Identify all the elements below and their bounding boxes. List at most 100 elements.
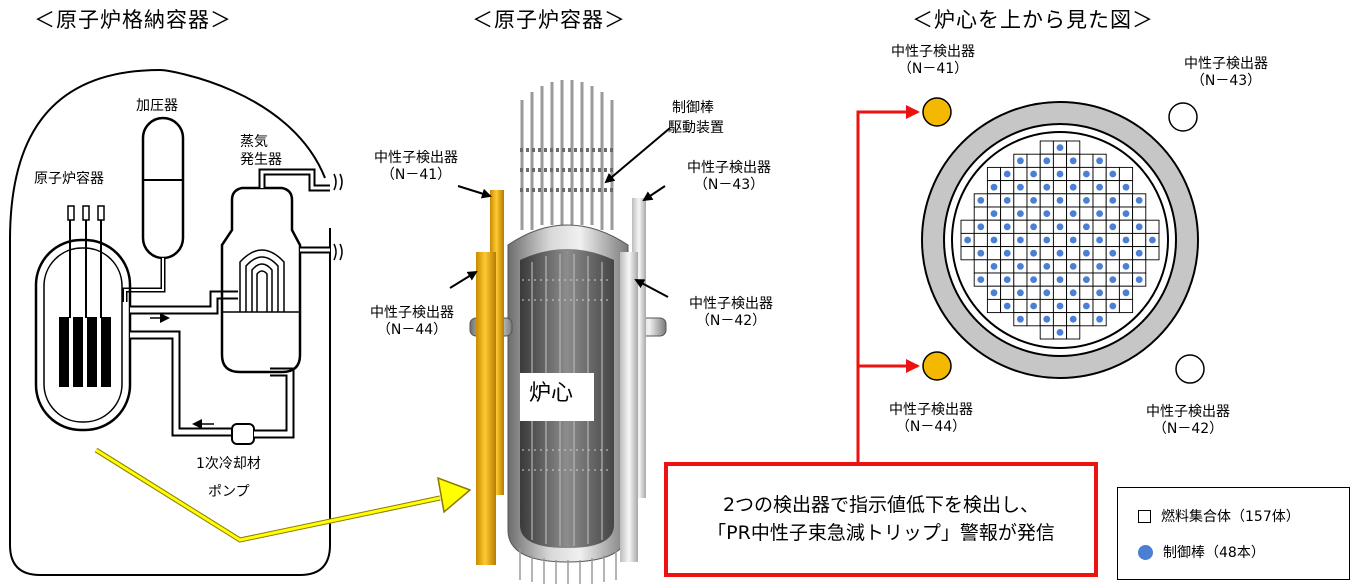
control-rod-dot bbox=[1043, 289, 1051, 297]
fuel-assembly-cell bbox=[1026, 259, 1041, 274]
vessel-detector-n43-id: （N－43） bbox=[693, 176, 765, 193]
fuel-assembly-cell bbox=[1039, 298, 1054, 314]
core-detector-n44: 中性子検出器 （N－44） bbox=[876, 402, 986, 436]
vessel-detector-n42-id: （N－42） bbox=[695, 312, 767, 329]
fuel-assembly-cell bbox=[1118, 272, 1134, 287]
control-rod-dot bbox=[977, 249, 985, 257]
vessel-detector-n42-name: 中性子検出器 bbox=[689, 296, 773, 312]
fuel-assembly-cell bbox=[1079, 285, 1094, 300]
vessel-detector-n41-name: 中性子検出器 bbox=[374, 150, 458, 166]
fuel-assembly-cell bbox=[1079, 259, 1094, 274]
vessel-detector-n43-name: 中性子検出器 bbox=[687, 160, 771, 176]
control-rod-dot bbox=[1135, 223, 1143, 231]
control-rod-dot bbox=[1083, 223, 1090, 231]
core-detector-n43-id: （N－43） bbox=[1190, 72, 1262, 89]
control-rod-dot bbox=[1069, 157, 1077, 165]
control-rod-dot bbox=[1109, 302, 1117, 310]
fuel-assembly-cell bbox=[1000, 259, 1015, 274]
control-rod-dot bbox=[1017, 236, 1024, 244]
legend-fuel: 燃料集合体（157体） bbox=[1138, 506, 1300, 526]
fuel-assembly-cell bbox=[1079, 153, 1094, 168]
core-detector-n43: 中性子検出器 （N－43） bbox=[1166, 56, 1286, 90]
control-rod-dot bbox=[1030, 170, 1037, 178]
control-rod-dot bbox=[1069, 263, 1077, 270]
control-rod-dot bbox=[1135, 197, 1143, 204]
yellow-pointer-arrow bbox=[94, 447, 472, 543]
fuel-assembly-cell bbox=[1039, 166, 1054, 182]
legend-rods: 制御棒（48本） bbox=[1138, 542, 1265, 562]
control-rod-dot bbox=[1096, 183, 1103, 191]
control-rod-dot bbox=[1056, 276, 1064, 283]
alarm-callout-line-2: 「PR中性子束急減トリップ」警報が発信 bbox=[707, 521, 1055, 544]
control-rod-dot bbox=[1122, 183, 1130, 191]
containment-title: ＜原子炉格納容器＞ bbox=[34, 8, 232, 32]
fuel-assembly-cell bbox=[1013, 298, 1028, 314]
fuel-assembly-cell bbox=[1000, 180, 1015, 195]
fuel-assembly-cell bbox=[1145, 219, 1160, 234]
fuel-assembly-cell bbox=[1079, 232, 1094, 248]
fuel-assembly-cell bbox=[1105, 259, 1120, 274]
fuel-assembly-cell bbox=[973, 232, 988, 248]
alarm-callout: 2つの検出器で指示値低下を検出し、 「PR中性子束急減トリップ」警報が発信 bbox=[664, 462, 1098, 577]
fuel-assembly-cell bbox=[1026, 232, 1041, 248]
fuel-assembly-cell bbox=[986, 219, 1002, 234]
vessel-title: ＜原子炉容器＞ bbox=[472, 8, 626, 32]
fuel-assembly-cell bbox=[1118, 246, 1134, 261]
control-rod-dot bbox=[1056, 197, 1064, 204]
control-rod-dot bbox=[1043, 263, 1051, 270]
control-rod-dot bbox=[1069, 315, 1077, 323]
core-label: 炉心 bbox=[529, 381, 574, 406]
fuel-assembly-cell bbox=[1105, 232, 1120, 248]
detector-rod-n42 bbox=[620, 252, 638, 562]
fuel-assembly-cell bbox=[1039, 219, 1054, 234]
vessel-detector-n44-name: 中性子検出器 bbox=[370, 305, 454, 321]
fuel-assembly-cell bbox=[986, 246, 1002, 261]
control-rod-dot bbox=[1069, 289, 1077, 297]
control-rod-dot bbox=[1069, 183, 1077, 191]
control-rod-dot bbox=[1135, 276, 1143, 283]
control-rod-dot bbox=[1069, 210, 1077, 218]
control-rod-dot bbox=[1135, 249, 1143, 257]
fuel-assembly-cell bbox=[1013, 166, 1028, 182]
core-detector-n42-id: （N－42） bbox=[1152, 420, 1224, 437]
control-rod-dot bbox=[1003, 170, 1011, 178]
fuel-assembly-cell bbox=[1066, 166, 1081, 182]
fuel-assembly-cell bbox=[1132, 232, 1147, 248]
control-rod-dot bbox=[1122, 263, 1130, 270]
control-rod-dot bbox=[1109, 170, 1117, 178]
core-detector-n41: 中性子検出器 （N－41） bbox=[878, 44, 988, 78]
fuel-assembly-cell bbox=[1052, 259, 1068, 274]
control-rod-dot bbox=[1096, 315, 1103, 323]
control-rod-dot bbox=[1056, 329, 1064, 336]
fuel-assembly-swatch-icon bbox=[1138, 509, 1151, 523]
core-detector-n42: 中性子検出器 （N－42） bbox=[1128, 404, 1248, 438]
control-rod-dot bbox=[1083, 249, 1090, 257]
control-rod-dot bbox=[1017, 289, 1024, 297]
fuel-assembly-grid bbox=[960, 140, 1160, 340]
control-rod-dot bbox=[1030, 302, 1037, 310]
control-rod-dot bbox=[1122, 210, 1130, 218]
vessel-detector-n44-id: （N－44） bbox=[376, 321, 448, 338]
control-rod-dot bbox=[990, 263, 998, 270]
vessel-detector-n42: 中性子検出器 （N－42） bbox=[676, 296, 786, 330]
detector-rod-n44 bbox=[476, 252, 496, 565]
fuel-assembly-cell bbox=[1026, 285, 1041, 300]
core-detector-n44-id: （N－44） bbox=[895, 418, 967, 435]
control-rod-dot bbox=[1017, 210, 1024, 218]
control-rod-dot bbox=[1096, 157, 1103, 165]
control-rod-dot bbox=[1096, 263, 1103, 270]
control-rod-dot bbox=[1030, 249, 1037, 257]
fuel-assembly-cell bbox=[1026, 153, 1041, 168]
fuel-assembly-cell bbox=[1052, 285, 1068, 300]
vessel-diagram bbox=[449, 80, 671, 584]
control-rod-dot bbox=[964, 236, 971, 244]
core-detector-n43-name: 中性子検出器 bbox=[1184, 56, 1268, 72]
control-rod-dot bbox=[1017, 263, 1024, 270]
control-rod-dot bbox=[1056, 170, 1064, 178]
fuel-assembly-cell bbox=[986, 166, 1002, 182]
control-rod-dot bbox=[977, 223, 985, 231]
control-rod-dot bbox=[990, 289, 998, 297]
fuel-assembly-cell bbox=[1066, 140, 1081, 155]
control-rod-dot bbox=[977, 276, 985, 283]
fuel-assembly-cell bbox=[1118, 166, 1134, 182]
